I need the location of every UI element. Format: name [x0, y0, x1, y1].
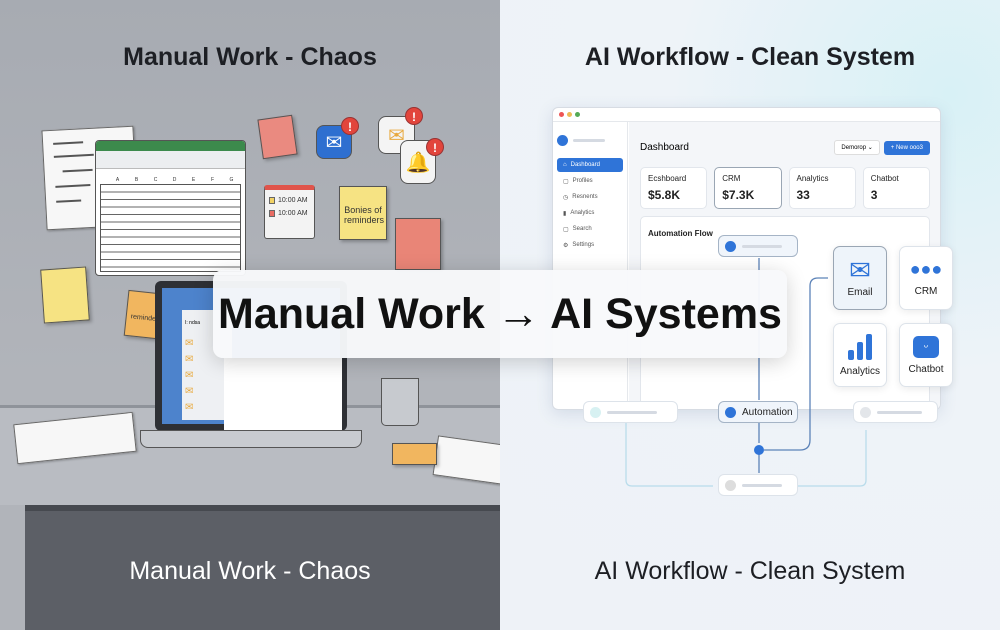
right-title-top: AI Workflow - Clean System — [584, 43, 916, 71]
new-button[interactable]: + New ooo3 — [883, 140, 930, 155]
laptop-keyboard — [140, 430, 362, 448]
col-header: G — [229, 177, 234, 183]
sidebar-item-settings[interactable]: ⚙ Settings — [563, 242, 595, 249]
stat-card[interactable]: Ecshboard$5.8K — [640, 167, 708, 209]
bar-chart-icon — [848, 333, 872, 360]
col-header: F — [210, 177, 215, 183]
sidebar-item-search[interactable]: ▢ Search — [563, 226, 592, 233]
flow-title: Automation Flow — [648, 229, 713, 238]
tile-analytics[interactable]: Analytics — [833, 323, 887, 387]
red-sticky-note — [395, 218, 441, 270]
alert-badge-icon: ! — [341, 117, 359, 135]
col-header: A — [115, 177, 120, 183]
tile-crm[interactable]: ●●●CRM — [899, 246, 953, 310]
flow-node-trigger[interactable] — [718, 235, 798, 257]
yellow-sticky-note: Bonies of reminders — [339, 186, 387, 240]
left-title-bottom: Manual Work - Chaos — [129, 557, 371, 585]
flow-node-output[interactable] — [718, 474, 798, 496]
workspace-dropdown[interactable]: Demorop ⌄ — [834, 140, 880, 155]
coffee-mug — [381, 378, 419, 426]
flow-node-automation[interactable]: Automation — [718, 401, 798, 423]
calendar-reminders: 10:00 AM 10:00 AM — [264, 185, 315, 239]
page-title: Dashboard — [640, 142, 689, 153]
inbox-label: I: ndsa — [185, 320, 201, 326]
orange-sticky-note — [392, 443, 437, 465]
calendar-time: 10:00 AM — [278, 197, 308, 204]
sidebar-item-analytics[interactable]: ▮ Analytics — [563, 210, 595, 217]
alert-badge-icon: ! — [426, 138, 444, 156]
right-title-bottom: AI Workflow - Clean System — [594, 557, 906, 585]
headline-banner: Manual Work → AI Systems — [213, 270, 787, 358]
flow-node-input[interactable] — [583, 401, 678, 423]
left-title-top: Manual Work - Chaos — [123, 43, 377, 71]
col-header: E — [191, 177, 196, 183]
alert-badge-icon: ! — [405, 107, 423, 125]
chat-icon: ᵕ — [913, 335, 939, 358]
users-icon: ●●● — [909, 259, 943, 279]
col-header: C — [153, 177, 158, 183]
col-header: B — [134, 177, 139, 183]
tile-email[interactable]: ✉Email — [833, 246, 887, 310]
desk-front — [25, 505, 500, 630]
red-sticky-note — [257, 114, 298, 160]
envelope-icon: ✉ — [849, 254, 871, 285]
sidebar-item-dashboard[interactable]: ⌂ Dashboard — [557, 158, 623, 172]
flow-node-result[interactable] — [853, 401, 938, 423]
ai-workflow-panel: AI Workflow - Clean System ⌂ Dashboard ▢… — [500, 0, 1000, 630]
col-header: D — [172, 177, 177, 183]
sidebar-item-recents[interactable]: ◷ Resnents — [563, 194, 598, 201]
sidebar: ⌂ Dashboard ▢ Profiles ◷ Resnents ▮ Anal… — [553, 122, 628, 409]
yellow-sticky-note — [40, 266, 90, 324]
stat-card[interactable]: CRM$7.3K — [714, 167, 782, 209]
sidebar-item-profiles[interactable]: ▢ Profiles — [563, 178, 593, 185]
calendar-time: 10:00 AM — [278, 210, 308, 217]
spreadsheet-window: A B C D E F G — [95, 140, 246, 276]
